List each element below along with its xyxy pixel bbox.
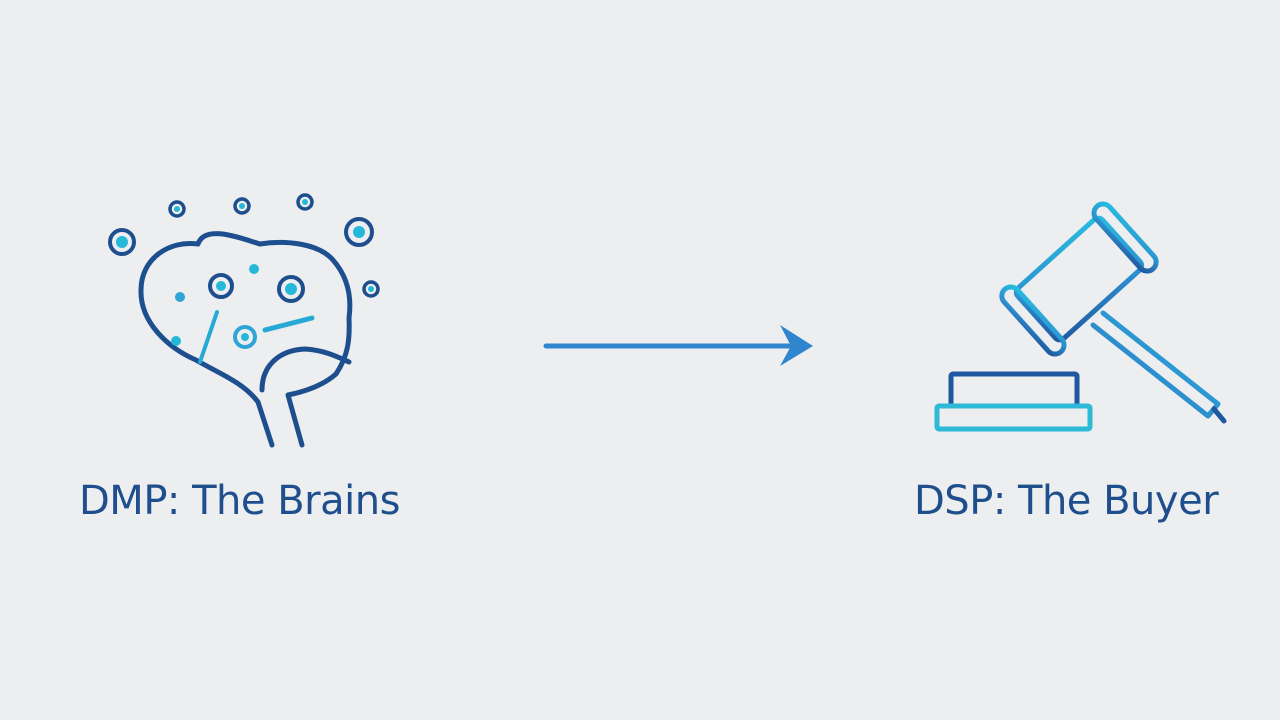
brain-network-lines <box>198 310 315 364</box>
gavel-handle <box>1090 310 1227 424</box>
gavel-base <box>934 371 1093 432</box>
brain-network-icon <box>108 193 380 448</box>
dmp-label: DMP: The Brains <box>79 478 400 524</box>
brain-orbit-nodes <box>108 193 380 298</box>
flow-arrow <box>543 325 813 366</box>
gavel-icon <box>934 201 1227 432</box>
brain-inner-nodes <box>171 264 305 349</box>
brain-outline <box>138 231 353 448</box>
dsp-label: DSP: The Buyer <box>914 478 1219 524</box>
arrow-head-icon <box>780 325 813 366</box>
gavel-head <box>999 201 1159 357</box>
